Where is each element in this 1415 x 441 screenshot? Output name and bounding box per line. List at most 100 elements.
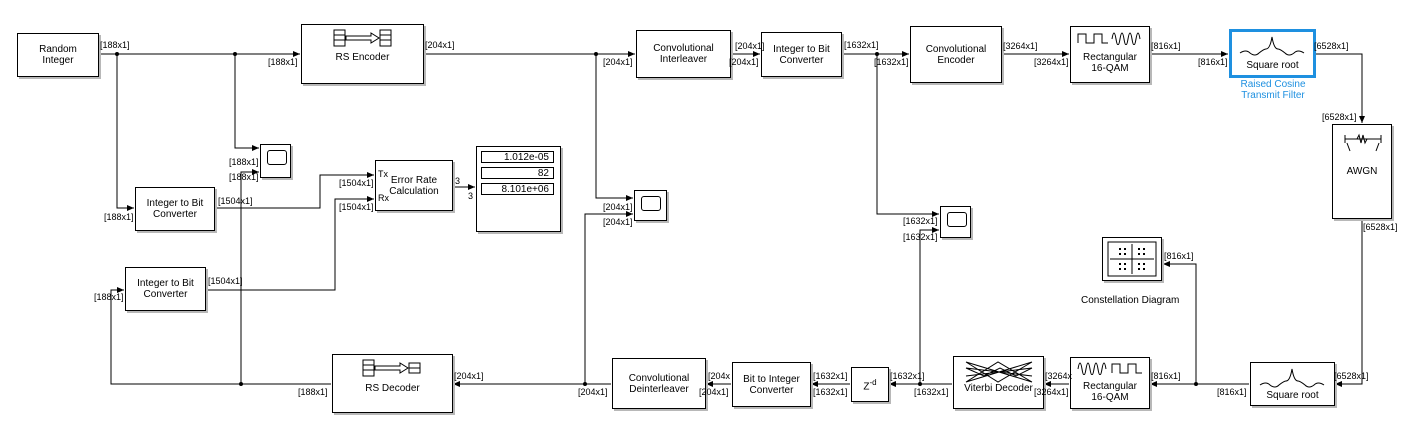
block-label: Integer: [42, 55, 74, 66]
scope-3-block[interactable]: [940, 206, 971, 238]
modulated-wave-icon: [1077, 32, 1141, 45]
block-label: Bit to Integer: [743, 373, 800, 385]
block-label: Calculation: [389, 185, 439, 197]
dim-label: [816x1]: [1151, 41, 1181, 51]
trellis-icon: [965, 361, 1033, 383]
line-rsdec-to-i2b2: [110, 287, 331, 385]
error-display-block[interactable]: 1.012e-05 82 8.101e+06: [476, 146, 561, 232]
dim-label: [204x1]: [603, 202, 633, 212]
dim-label: [816x1]: [1198, 57, 1228, 67]
dim-label: [204x1]: [603, 217, 633, 227]
scope-screen-icon: [267, 150, 287, 165]
block-label: Rectangular: [1083, 52, 1137, 63]
block-label: Encoder: [937, 54, 975, 66]
block-label: RS Decoder: [365, 383, 420, 394]
dim-label: [188x1]: [268, 57, 298, 67]
scope-1-block[interactable]: [260, 144, 291, 178]
dim-label: [188x1]: [104, 212, 134, 222]
dim-label: [1632x1]: [890, 371, 925, 381]
display-value: 8.101e+06: [481, 183, 554, 195]
line-random-to-scope1: [234, 54, 259, 151]
constellation-diagram-block[interactable]: [1102, 237, 1162, 281]
dim-label: [204x1]: [454, 371, 484, 381]
block-label: Integer to Bit: [773, 43, 830, 55]
dim-label: [1632x1]: [813, 387, 848, 397]
awgn-block[interactable]: AWGN: [1332, 124, 1392, 219]
error-rate-output-width: 3: [455, 176, 461, 186]
rs-encoder-icon: [333, 29, 392, 47]
block-label: Deinterleaver: [629, 383, 689, 395]
dim-label: [204x: [708, 371, 731, 381]
dim-label: [188x1]: [298, 387, 328, 397]
dim-label: [1632x1]: [903, 216, 938, 226]
block-label: Random: [39, 44, 77, 55]
rs-decoder-block[interactable]: RS Decoder: [332, 354, 453, 413]
raised-cosine-transmit-filter-block[interactable]: Square root: [1229, 29, 1316, 78]
pulse-shape-icon: [1259, 368, 1325, 388]
pulse-shape-icon: [1239, 36, 1305, 56]
line-rxfilter-to-constellation: [1163, 261, 1197, 384]
delay-exponent: -d: [869, 377, 877, 387]
dim-label: [3264x1]: [1003, 41, 1038, 51]
block-label: 16-QAM: [1091, 63, 1129, 74]
junction-icon: [233, 52, 237, 56]
scope-screen-icon: [641, 196, 661, 211]
dim-label: [188x1]: [94, 292, 124, 302]
caption-line: Raised Cosine: [1240, 79, 1306, 90]
block-label: Error Rate: [390, 174, 438, 186]
error-rate-tx-port: Tx: [378, 169, 388, 179]
integer-delay-block[interactable]: Z-d: [851, 367, 889, 402]
dim-label: [816x1]: [1164, 251, 1194, 261]
block-label: Converter: [749, 384, 794, 396]
block-label: RS Encoder: [335, 52, 390, 63]
junction-icon: [594, 52, 598, 56]
block-label: Integer to Bit: [146, 198, 204, 209]
line-random-to-i2b1: [116, 54, 134, 211]
dim-label: [1632x1]: [914, 387, 949, 397]
block-label: 16-QAM: [1091, 392, 1129, 403]
block-label: Integer to Bit: [137, 278, 194, 289]
dim-label: [6528x1]: [1334, 371, 1369, 381]
dim-label: [188x1]: [229, 157, 259, 167]
dim-label: [3264x1]: [1034, 387, 1069, 397]
dim-label: [1504x1]: [339, 202, 374, 212]
display-value: 1.012e-05: [481, 151, 554, 163]
rs-encoder-block[interactable]: RS Encoder: [301, 24, 424, 84]
line-i2b1-to-tx: [215, 172, 374, 209]
dim-label: [1632x1]: [844, 40, 879, 50]
modulated-wave-icon: [1077, 362, 1142, 375]
dim-label: [188x1]: [229, 172, 259, 182]
dim-label: [1504x1]: [339, 178, 374, 188]
block-label: Convolutional: [628, 372, 690, 384]
tx-filter-caption: Raised Cosine Transmit Filter: [1232, 79, 1314, 101]
dim-label: [1504x1]: [208, 276, 243, 286]
dim-label: [816x1]: [1217, 387, 1247, 397]
block-label: Square root: [1266, 390, 1319, 401]
scope-2-block[interactable]: [634, 190, 667, 221]
delay-symbol: Z: [863, 381, 870, 393]
dim-label: [204x1]: [699, 387, 729, 397]
line-rsenc-to-scope2: [595, 54, 633, 201]
block-label: Interleaver: [659, 54, 708, 65]
line-i2b2-to-rx: [206, 196, 374, 291]
viterbi-decoder-block[interactable]: Viterbi Decoder: [953, 356, 1044, 409]
line-txfilter-to-awgn: [1316, 53, 1365, 123]
block-label: Rectangular: [1083, 381, 1137, 392]
line-i2b-to-scope3: [876, 54, 939, 217]
junction-icon: [583, 382, 587, 386]
block-label: Z-d: [863, 377, 876, 392]
receive-filter-block[interactable]: Square root: [1250, 362, 1335, 406]
